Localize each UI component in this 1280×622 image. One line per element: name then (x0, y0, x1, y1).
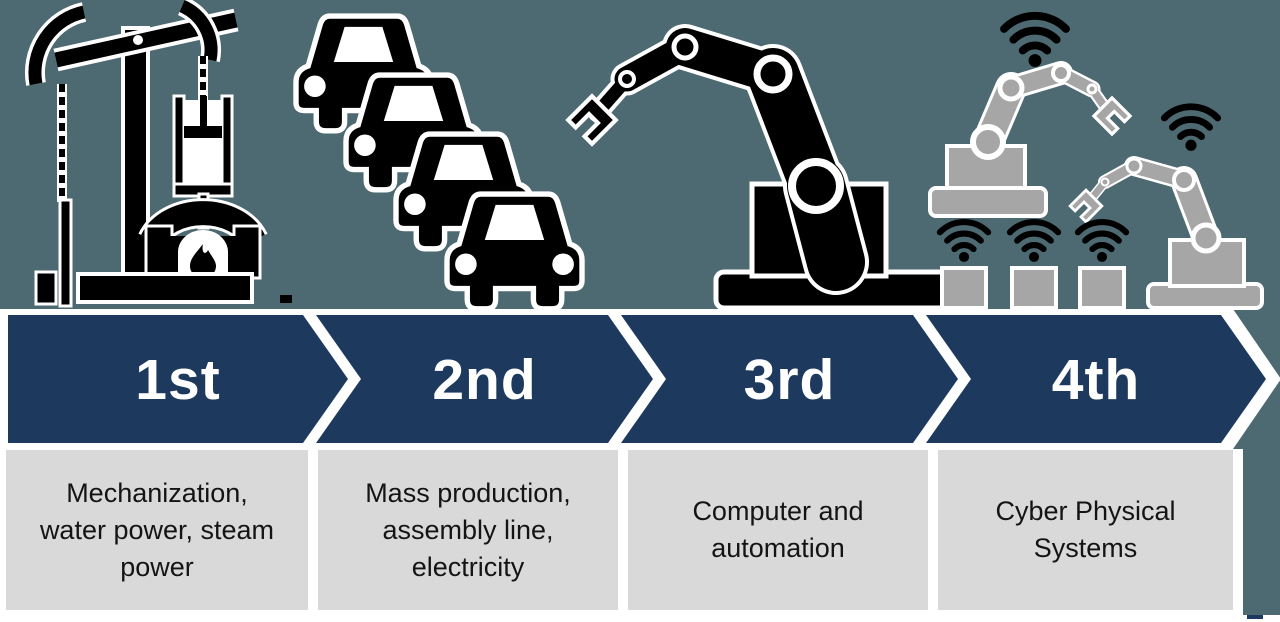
stage-description-line: power (120, 551, 194, 582)
smart-box (940, 266, 988, 310)
arrow-4th (926, 315, 1266, 443)
furnace (138, 198, 268, 280)
robot-arm-icon (568, 24, 957, 310)
smart-box (1078, 266, 1126, 310)
artifact-mark (1247, 615, 1263, 619)
teal-background-right-strip (1243, 449, 1280, 615)
arrow-band (0, 309, 1280, 449)
stage-description-line: Computer and (692, 496, 864, 526)
stage-description-line: electricity (411, 551, 525, 582)
stage-description-line: automation (711, 533, 845, 563)
wifi-icon (1164, 107, 1217, 151)
arrow-2nd (316, 315, 653, 443)
artifact-mark (280, 295, 292, 303)
ground-bar (76, 272, 254, 304)
connected-robots-icon (928, 16, 1264, 310)
wifi-icon (940, 222, 988, 262)
gray-robot-left (928, 16, 1132, 218)
stage-description-line: water power, steam (39, 514, 275, 545)
wifi-icon (1078, 222, 1126, 262)
description-panels: Mechanization, water power, steam power Mas… (0, 450, 1280, 610)
wifi-icon (1004, 16, 1066, 67)
icon-row (24, 0, 1264, 310)
gray-robot-right (1068, 107, 1264, 310)
stage-panel-3: Computer and automation (628, 450, 928, 610)
steam-engine-icon (24, 0, 292, 308)
smart-box (1010, 266, 1058, 310)
stage-panel-1: Mechanization, water power, steam power (6, 450, 308, 610)
car-queue-icon (296, 16, 582, 309)
stage-description-line: assembly line, (382, 514, 554, 545)
flame-icon (190, 244, 216, 278)
wifi-icon (1010, 222, 1058, 262)
arrow-1st (8, 315, 348, 443)
stage-description-line: Mass production, (365, 477, 571, 508)
stage-description-line: Cyber Physical (995, 496, 1176, 526)
stage-description-line: Systems (1033, 533, 1138, 563)
beam-pivot (133, 35, 143, 45)
pump-rod (58, 198, 73, 308)
connected-boxes (940, 222, 1126, 310)
arrow-3rd (621, 315, 958, 443)
car-icon (447, 194, 582, 309)
stage-panel-2: Mass production, assembly line, electricit… (318, 450, 618, 610)
stage-description-line: Mechanization, (66, 477, 248, 508)
